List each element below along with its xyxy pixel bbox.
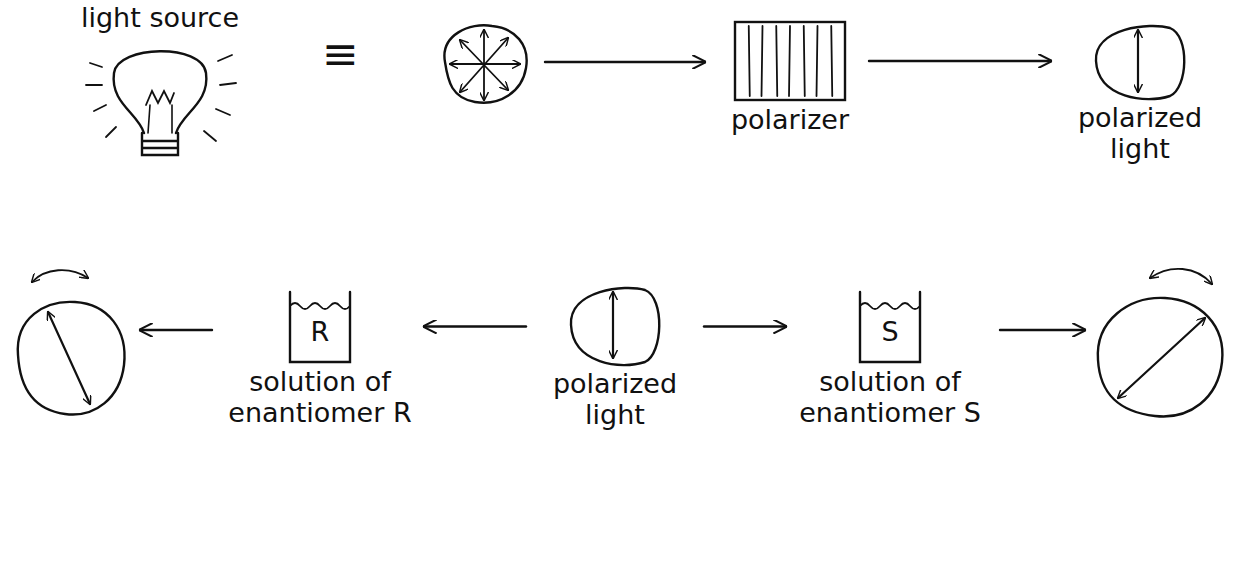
shape-area: R xyxy=(220,290,420,366)
equivalence-sign: ≡ xyxy=(322,28,359,79)
caption-text: light source xyxy=(81,2,239,33)
sample-beaker: Rsolution of enantiomer R xyxy=(220,290,420,428)
sample-letter: S xyxy=(790,316,990,347)
light-bulb: light source xyxy=(75,2,245,165)
rotated-light-blob xyxy=(18,302,125,415)
rotation-direction-arrow xyxy=(1150,269,1212,284)
light-path-arrow xyxy=(140,329,212,331)
shape-area: S xyxy=(790,290,990,366)
rotated-light-blob xyxy=(1098,298,1223,417)
polarized-light-blob: polarized light xyxy=(530,282,700,430)
light-bulb-outline xyxy=(75,33,245,165)
rotated-polarization-arrow xyxy=(48,312,90,404)
polarized-light-blob: polarized light xyxy=(1055,20,1225,164)
shape-area xyxy=(1055,20,1225,102)
random-polarization-arrows xyxy=(450,30,520,100)
sample-letter: R xyxy=(220,316,420,347)
caption-text: polarizer xyxy=(731,104,849,135)
light-path-arrow xyxy=(704,325,786,327)
unpolarized-light-blob xyxy=(444,25,526,102)
polarizer-filter: polarizer xyxy=(715,18,865,135)
caption-text: solution of enantiomer S xyxy=(790,366,990,428)
caption-text: polarized light xyxy=(1055,102,1225,164)
polarizer-filter-outline xyxy=(715,18,865,104)
light-path-arrow xyxy=(424,325,526,327)
light-path-arrow xyxy=(1000,329,1085,331)
light-path-arrow xyxy=(545,61,705,63)
polarized-light-blob-outline xyxy=(1055,20,1225,102)
caption-text: polarized light xyxy=(530,368,700,430)
light-path-arrow xyxy=(869,60,1051,62)
sample-beaker: Ssolution of enantiomer S xyxy=(790,290,990,428)
shape-area xyxy=(715,18,865,104)
polarized-light-blob-outline xyxy=(530,282,700,368)
shape-area xyxy=(75,33,245,165)
shape-area xyxy=(530,282,700,368)
rotated-polarization-arrow xyxy=(1118,318,1205,398)
rotation-direction-arrow xyxy=(32,270,88,282)
caption-text: solution of enantiomer R xyxy=(220,366,420,428)
